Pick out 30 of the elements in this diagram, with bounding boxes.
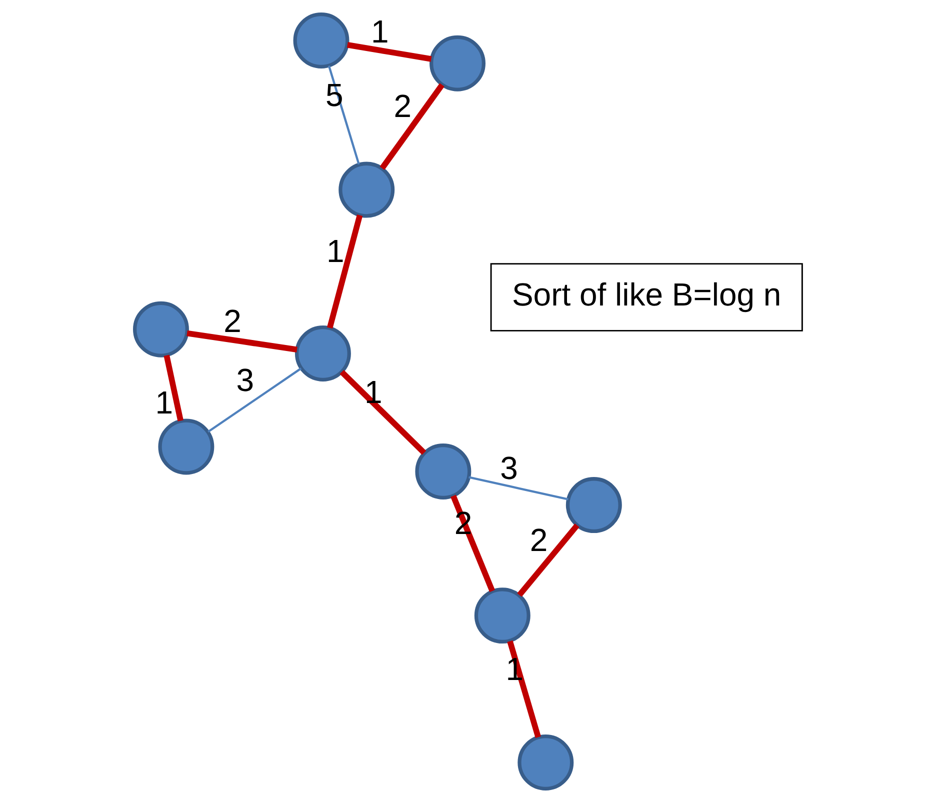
- node-circle: [294, 326, 350, 382]
- edge-label: 1: [154, 384, 173, 421]
- edge-label: 2: [529, 522, 548, 558]
- node-circle: [474, 588, 530, 644]
- edge-label: 3: [236, 362, 254, 398]
- edge-label: 2: [223, 303, 241, 340]
- node-circle: [414, 443, 471, 500]
- edge-label: 1: [326, 233, 344, 270]
- node-box: Sort of like B=log n: [490, 263, 802, 332]
- connector: [163, 354, 183, 422]
- connector: [326, 214, 362, 329]
- node-circle: [429, 35, 485, 92]
- edge-label: 1: [364, 374, 382, 410]
- node-circle: [517, 734, 574, 790]
- connector: [468, 476, 568, 500]
- node-circle: [338, 162, 394, 218]
- edge-label: 2: [393, 88, 412, 124]
- connector: [450, 494, 494, 592]
- connector: [339, 370, 426, 455]
- connector: [186, 330, 297, 353]
- connector: [346, 42, 432, 62]
- edge-label: 1: [370, 14, 388, 50]
- node-circle: [132, 301, 188, 358]
- node-circle: [292, 12, 349, 68]
- connector: [516, 523, 579, 597]
- node-circle: [565, 477, 622, 534]
- edge-label: 3: [500, 450, 518, 486]
- node-circle: [158, 418, 214, 475]
- connector: [207, 368, 302, 433]
- connector: [379, 83, 444, 170]
